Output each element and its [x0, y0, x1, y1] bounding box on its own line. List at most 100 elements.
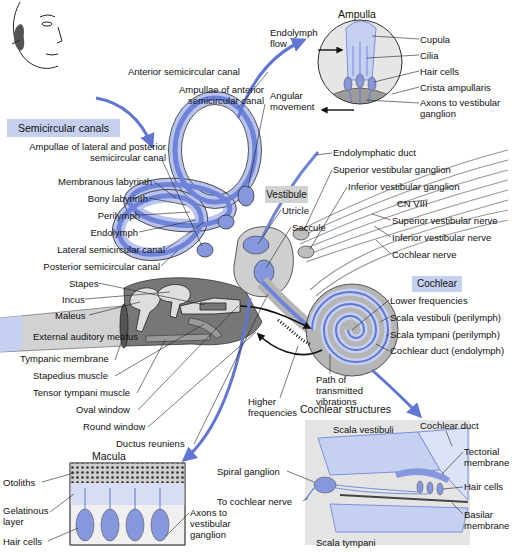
ampulla-inset [353, 42, 367, 76]
leader-line [376, 240, 391, 254]
zoom-arrow [184, 298, 250, 460]
cochlear-structures-inset [418, 428, 468, 500]
cochlea [312, 292, 388, 362]
leader-line [139, 220, 196, 232]
vestibulocochlear-nerve [302, 180, 508, 250]
external-auditory-meatus [0, 306, 124, 352]
leader-line [166, 222, 204, 249]
part-label: Posterior semicircular canal [43, 261, 160, 272]
leader-line [48, 528, 78, 541]
part-label: Tympanic membrane [20, 353, 109, 364]
leader-line [374, 226, 391, 237]
part-label: Axons to vestibular ganglion [420, 97, 504, 119]
part-label: Otoliths [3, 477, 35, 488]
leader-line [50, 494, 74, 512]
part-label: Scala vestibuli [333, 424, 394, 435]
leader-line [386, 334, 389, 336]
macula-inset [70, 463, 185, 545]
ampulla-inset [318, 49, 342, 50]
part-label: Ampullae of lateral and posterior semici… [0, 141, 166, 163]
cochlea [312, 292, 388, 362]
part-label: Bony labyrinth [88, 193, 148, 204]
cochlear-structures-inset [314, 477, 336, 493]
inset-panel: Macula [70, 450, 185, 546]
outer-ear [12, 40, 20, 44]
macula-inset [70, 463, 185, 545]
leader-line [452, 503, 463, 514]
leader-line [367, 55, 419, 58]
part-label: Superior vestibular ganglion [333, 164, 451, 175]
leader-line [149, 198, 186, 205]
leader-line [380, 317, 389, 322]
vestibule [243, 236, 269, 254]
part-label: Crista ampullaris [420, 82, 491, 93]
part-label: CN VIII [397, 198, 428, 209]
macula-inset [151, 509, 169, 541]
part-label: Utricle [282, 205, 309, 216]
macula-inset [126, 509, 144, 541]
macula-inset [85, 488, 160, 509]
leader-line [374, 71, 419, 82]
vestibulocochlear-nerve [300, 170, 508, 244]
vestibulocochlear-nerve [310, 210, 508, 290]
cochlear-structures-inset [305, 420, 470, 545]
outer-ear [12, 24, 24, 50]
part-label: Endolymph flow [270, 27, 325, 49]
leader-line [258, 210, 281, 244]
cochlear-structures-inset [330, 504, 468, 532]
part-label: Hair cells [3, 536, 42, 547]
leader-line [138, 306, 238, 410]
section-tag: Semicircular canals [7, 119, 120, 137]
membranous-labyrinth [128, 181, 231, 230]
cochlea [262, 282, 398, 376]
cochlear-structures-inset [305, 488, 314, 500]
ampulla-inset [350, 89, 370, 110]
cochlear-structures-inset [340, 495, 468, 502]
part-label: Scala tympani (perilymph) [390, 329, 500, 340]
leader-line [310, 187, 347, 249]
cochlear-structures-inset [305, 420, 470, 545]
leader-line [194, 294, 268, 444]
ampulla [238, 186, 254, 206]
macula-inset [70, 483, 185, 505]
leader-line [372, 36, 419, 39]
part-label: Maleus [55, 310, 86, 321]
section-title: Vestibule [265, 186, 308, 203]
ampulla-inset [318, 20, 402, 104]
ossicles [130, 288, 160, 332]
part-label: Path of transmitted vibrations [316, 374, 376, 407]
leader-line [280, 346, 298, 398]
head-outline [40, 15, 55, 17]
vestibular-ganglion [298, 246, 314, 258]
vestibulocochlear-nerve [304, 190, 508, 256]
part-label: Cupula [420, 34, 450, 45]
cochlear-structures-inset [427, 482, 433, 494]
external-auditory-meatus [0, 306, 124, 352]
leader-line [304, 170, 332, 230]
leader-line [148, 332, 256, 427]
ossicles [130, 285, 240, 333]
leader-line [162, 160, 202, 246]
leader-line [330, 354, 331, 374]
leader-line [376, 344, 389, 351]
head-outline [13, 2, 58, 68]
macula-inset [101, 509, 119, 541]
part-label: Endolymph [90, 227, 138, 238]
ampulla-inset [310, 21, 410, 110]
part-label: Basilar membrane [464, 509, 512, 531]
part-label: Inferior vestibular ganglion [348, 181, 459, 192]
part-label: Stapes [69, 278, 99, 289]
part-label: Saccule [292, 222, 326, 233]
leader-line [89, 302, 140, 315]
ossicles [200, 303, 226, 310]
part-label: Lower frequencies [390, 295, 468, 306]
ampulla-inset [356, 74, 364, 88]
part-label: Cochlear duct [420, 420, 479, 431]
head-outline [13, 2, 62, 68]
part-label: Incus [62, 294, 85, 305]
part-label: Tectorial membrane [464, 446, 512, 468]
vibration-path [258, 334, 322, 355]
part-label: Angular movement [270, 90, 325, 112]
leader-line [166, 513, 189, 536]
